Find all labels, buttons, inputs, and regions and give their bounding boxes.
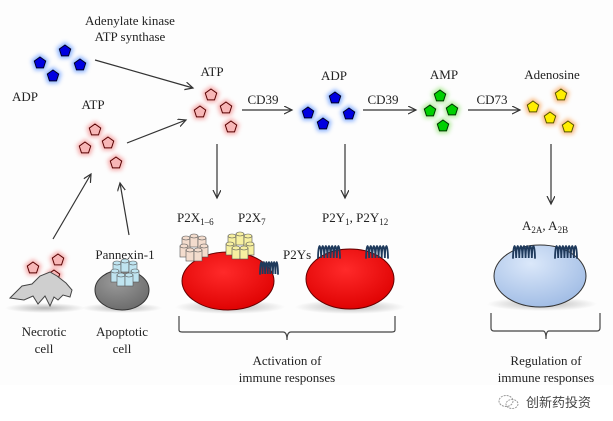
arrow-necrotic-to-atp [52,174,91,240]
molecule-pentagon [433,89,447,102]
p2x1-6-channel [179,233,209,262]
molecule-pentagon [33,56,47,69]
p2x1-6-label: P2X1–6 [177,210,214,227]
amp-label: AMP [430,67,458,82]
necrotic-cell-label-2: cell [35,341,54,356]
p2x7-channel [225,231,255,260]
apoptotic-cell-label-2: cell [113,341,132,356]
atp-molecules-center [191,86,240,135]
regulation-label: Regulation of [510,353,582,368]
p2y1-gpcr-icon [317,245,341,259]
molecule-pentagon [561,120,575,133]
p2y-receptor-cell [295,248,405,314]
atp-center-label: ATP [200,64,223,79]
adenosine-molecules [524,86,577,135]
adenosine-label: Adenosine [524,67,580,82]
molecule-pentagon [204,88,218,101]
pannexin-1-label: Pannexin-1 [95,247,154,262]
molecule-pentagon [51,253,65,266]
molecule-pentagon [73,58,87,71]
a2a-gpcr-icon [512,245,536,259]
arrow-adp-to-atp [94,59,193,88]
molecule-pentagon [109,156,123,169]
amp-molecules [421,87,461,134]
a2a-a2b-label: A2A, A2B [522,218,568,235]
molecule-pentagon [423,104,437,117]
p2y1-p2y12-label: P2Y1, P2Y12 [322,210,388,227]
molecule-pentagon [88,123,102,136]
molecule-pentagon [46,69,60,82]
molecule-pentagon [26,261,40,274]
p2y12-gpcr-icon [365,245,389,259]
molecule-pentagon [543,111,557,124]
activation-label: Activation of [253,353,323,368]
enzyme-label-atp-synthase: ATP synthase [95,29,166,44]
watermark-text: 创新药投资 [526,396,592,411]
adp-molecules-left [31,42,89,84]
molecule-pentagon [436,119,450,132]
regulation-label-2: immune responses [498,370,594,385]
activation-label-2: immune responses [239,370,335,385]
molecule-pentagon [526,100,540,113]
molecule-pentagon [554,88,568,101]
necrotic-cell-label: Necrotic [22,324,67,339]
molecule-pentagon [445,103,459,116]
adp-left-label: ADP [12,89,38,104]
cd39-enzyme-label-1: CD39 [247,92,278,107]
a2-receptor-cell [487,244,597,311]
p2ys-gpcr-icon [259,261,279,275]
necrotic-cell [5,271,85,313]
p2ys-label: P2Ys [283,247,311,262]
arrow-atp-left-to-atp [126,120,186,144]
cd39-enzyme-label-2: CD39 [367,92,398,107]
regulation-brace [490,313,601,340]
a2b-gpcr-icon [554,245,578,259]
molecule-pentagon [101,136,115,149]
adp-molecules-center [299,89,358,132]
molecule-pentagon [342,107,356,120]
p2x-receptor-cell [175,251,285,314]
molecule-pentagon [58,44,72,57]
adp-center-label: ADP [321,68,347,83]
molecule-pentagon [316,117,330,130]
diagram-background [0,0,613,385]
arrow-apoptotic-to-atp [120,183,130,236]
molecule-pentagon [78,141,92,154]
cd73-enzyme-label: CD73 [476,92,507,107]
molecule-pentagon [328,91,342,104]
p2x7-label: P2X7 [238,210,266,227]
wechat-icon [498,394,519,409]
watermark: 创新药投资 [498,392,591,411]
molecule-pentagon [224,120,238,133]
molecule-pentagon [219,101,233,114]
atp-left-label: ATP [81,97,104,112]
pannexin-1-channel [110,258,140,287]
molecule-pentagon [193,105,207,118]
enzyme-label-adenylate-kinase: Adenylate kinase [85,13,175,28]
apoptotic-cell-label: Apoptotic [96,324,148,339]
molecule-pentagon [301,106,315,119]
atp-molecules-left [76,121,125,171]
activation-brace [178,316,396,341]
